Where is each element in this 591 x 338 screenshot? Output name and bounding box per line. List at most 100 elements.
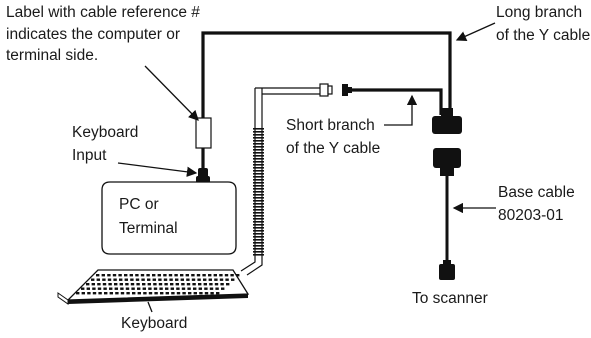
keyboard-key	[221, 287, 225, 290]
keyboard-input-text-line1: Keyboard	[72, 124, 138, 141]
coil-ring	[253, 134, 264, 136]
keyboard-key	[158, 278, 162, 281]
short-branch-text-line1: Short branch	[286, 117, 375, 134]
keyboard-key	[96, 274, 100, 277]
coil-ring	[253, 173, 264, 175]
coil-ring	[253, 170, 264, 172]
keyboard-key	[216, 292, 220, 295]
keyboard-key	[96, 278, 100, 281]
keyboard-key	[112, 274, 117, 277]
keyboard-key	[219, 274, 223, 277]
coil-ring	[253, 152, 264, 154]
long-branch-cable	[201, 31, 452, 118]
keyboard-key	[107, 278, 112, 281]
keyboard-key	[164, 283, 168, 286]
keyboard-key	[146, 274, 150, 277]
keyboard-key	[153, 287, 158, 290]
keyboard-key	[120, 292, 125, 295]
keyboard-key	[186, 283, 191, 286]
coil-ring	[253, 245, 264, 247]
coil-ring	[253, 233, 264, 235]
keyboard-key	[154, 292, 158, 295]
coil-ring	[253, 182, 264, 184]
keyboard-key	[120, 287, 124, 290]
keyboard-key	[210, 292, 214, 295]
pc-terminal-box: PC or Terminal	[101, 181, 237, 255]
keyboard-key	[171, 292, 175, 295]
cable-reference-text-line3: terminal side.	[6, 47, 98, 64]
keyboard-key	[169, 278, 173, 281]
keyboard-key	[131, 287, 135, 290]
keyboard-key	[196, 274, 201, 277]
keyboard-key	[113, 278, 117, 281]
keyboard-key	[176, 292, 181, 295]
keyboard-key	[224, 274, 229, 277]
leader-lines	[117, 22, 496, 313]
keyboard-key	[115, 292, 119, 295]
keyboard-key	[148, 287, 152, 290]
keyboard-key	[141, 278, 145, 281]
keyboard-key	[181, 287, 186, 290]
keyboard-key	[137, 287, 141, 290]
keyboard-key	[97, 283, 101, 286]
keyboard-key	[124, 274, 128, 277]
cable-reference-text-line1: Label with cable reference #	[6, 4, 200, 21]
keyboard-key	[142, 287, 146, 290]
long-branch-text-line1: Long branch	[496, 4, 582, 21]
keyboard-key	[213, 274, 217, 277]
keyboard-key	[114, 287, 118, 290]
keyboard-key	[125, 283, 129, 286]
keyboard-key	[143, 292, 147, 295]
keyboard-key	[204, 292, 209, 295]
base-cable-text-line1: Base cable	[498, 184, 575, 201]
keyboard-key	[174, 274, 178, 277]
keyboard-illustration	[57, 269, 250, 305]
keyboard-key	[135, 274, 139, 277]
keyboard-key	[81, 292, 85, 295]
keyboard-key	[191, 278, 196, 281]
keyboard-key	[215, 287, 219, 290]
keyboard-leader	[147, 301, 153, 313]
keyboard-key	[165, 292, 169, 295]
coil-ring	[253, 188, 264, 190]
keyboard-key	[191, 274, 195, 277]
keyboard-key	[198, 287, 202, 290]
coil-ring	[253, 209, 264, 211]
keyboard-key	[118, 274, 122, 277]
keyboard-key	[109, 292, 113, 295]
short-branch-leader	[384, 94, 418, 126]
keyboard-key	[119, 278, 123, 281]
keyboard-key	[231, 278, 235, 281]
keyboard-key	[140, 274, 145, 277]
keyboard-key	[160, 292, 164, 295]
keyboard-key	[92, 287, 96, 290]
coil-ring	[253, 161, 264, 163]
keyboard-key	[91, 283, 95, 286]
keyboard-key	[76, 292, 80, 295]
keyboard-key	[176, 287, 180, 290]
keyboard-key	[202, 274, 206, 277]
keyboard-key	[180, 274, 184, 277]
keyboard-key	[104, 292, 108, 295]
coil-ring	[253, 158, 264, 160]
keyboard-key	[165, 287, 169, 290]
keyboard-key	[186, 278, 190, 281]
keyboard-key	[175, 283, 179, 286]
keyboard-key	[198, 283, 202, 286]
keyboard-key	[87, 292, 91, 295]
keyboard-key	[130, 283, 135, 286]
cable-reference-text-line2: indicates the computer or	[6, 26, 180, 43]
keyboard-key	[86, 287, 90, 290]
keyboard-key	[163, 278, 168, 281]
keyboard-key	[204, 287, 208, 290]
coil-ring	[253, 167, 264, 169]
keyboard-key	[152, 274, 156, 277]
short-branch-open-connector	[319, 83, 333, 97]
keyboard-key	[126, 292, 130, 295]
coil-ring	[253, 197, 264, 199]
keyboard-key	[147, 283, 151, 286]
coil-ring	[253, 221, 264, 223]
cable-reference-leader	[144, 65, 199, 121]
keyboard-key	[107, 274, 111, 277]
